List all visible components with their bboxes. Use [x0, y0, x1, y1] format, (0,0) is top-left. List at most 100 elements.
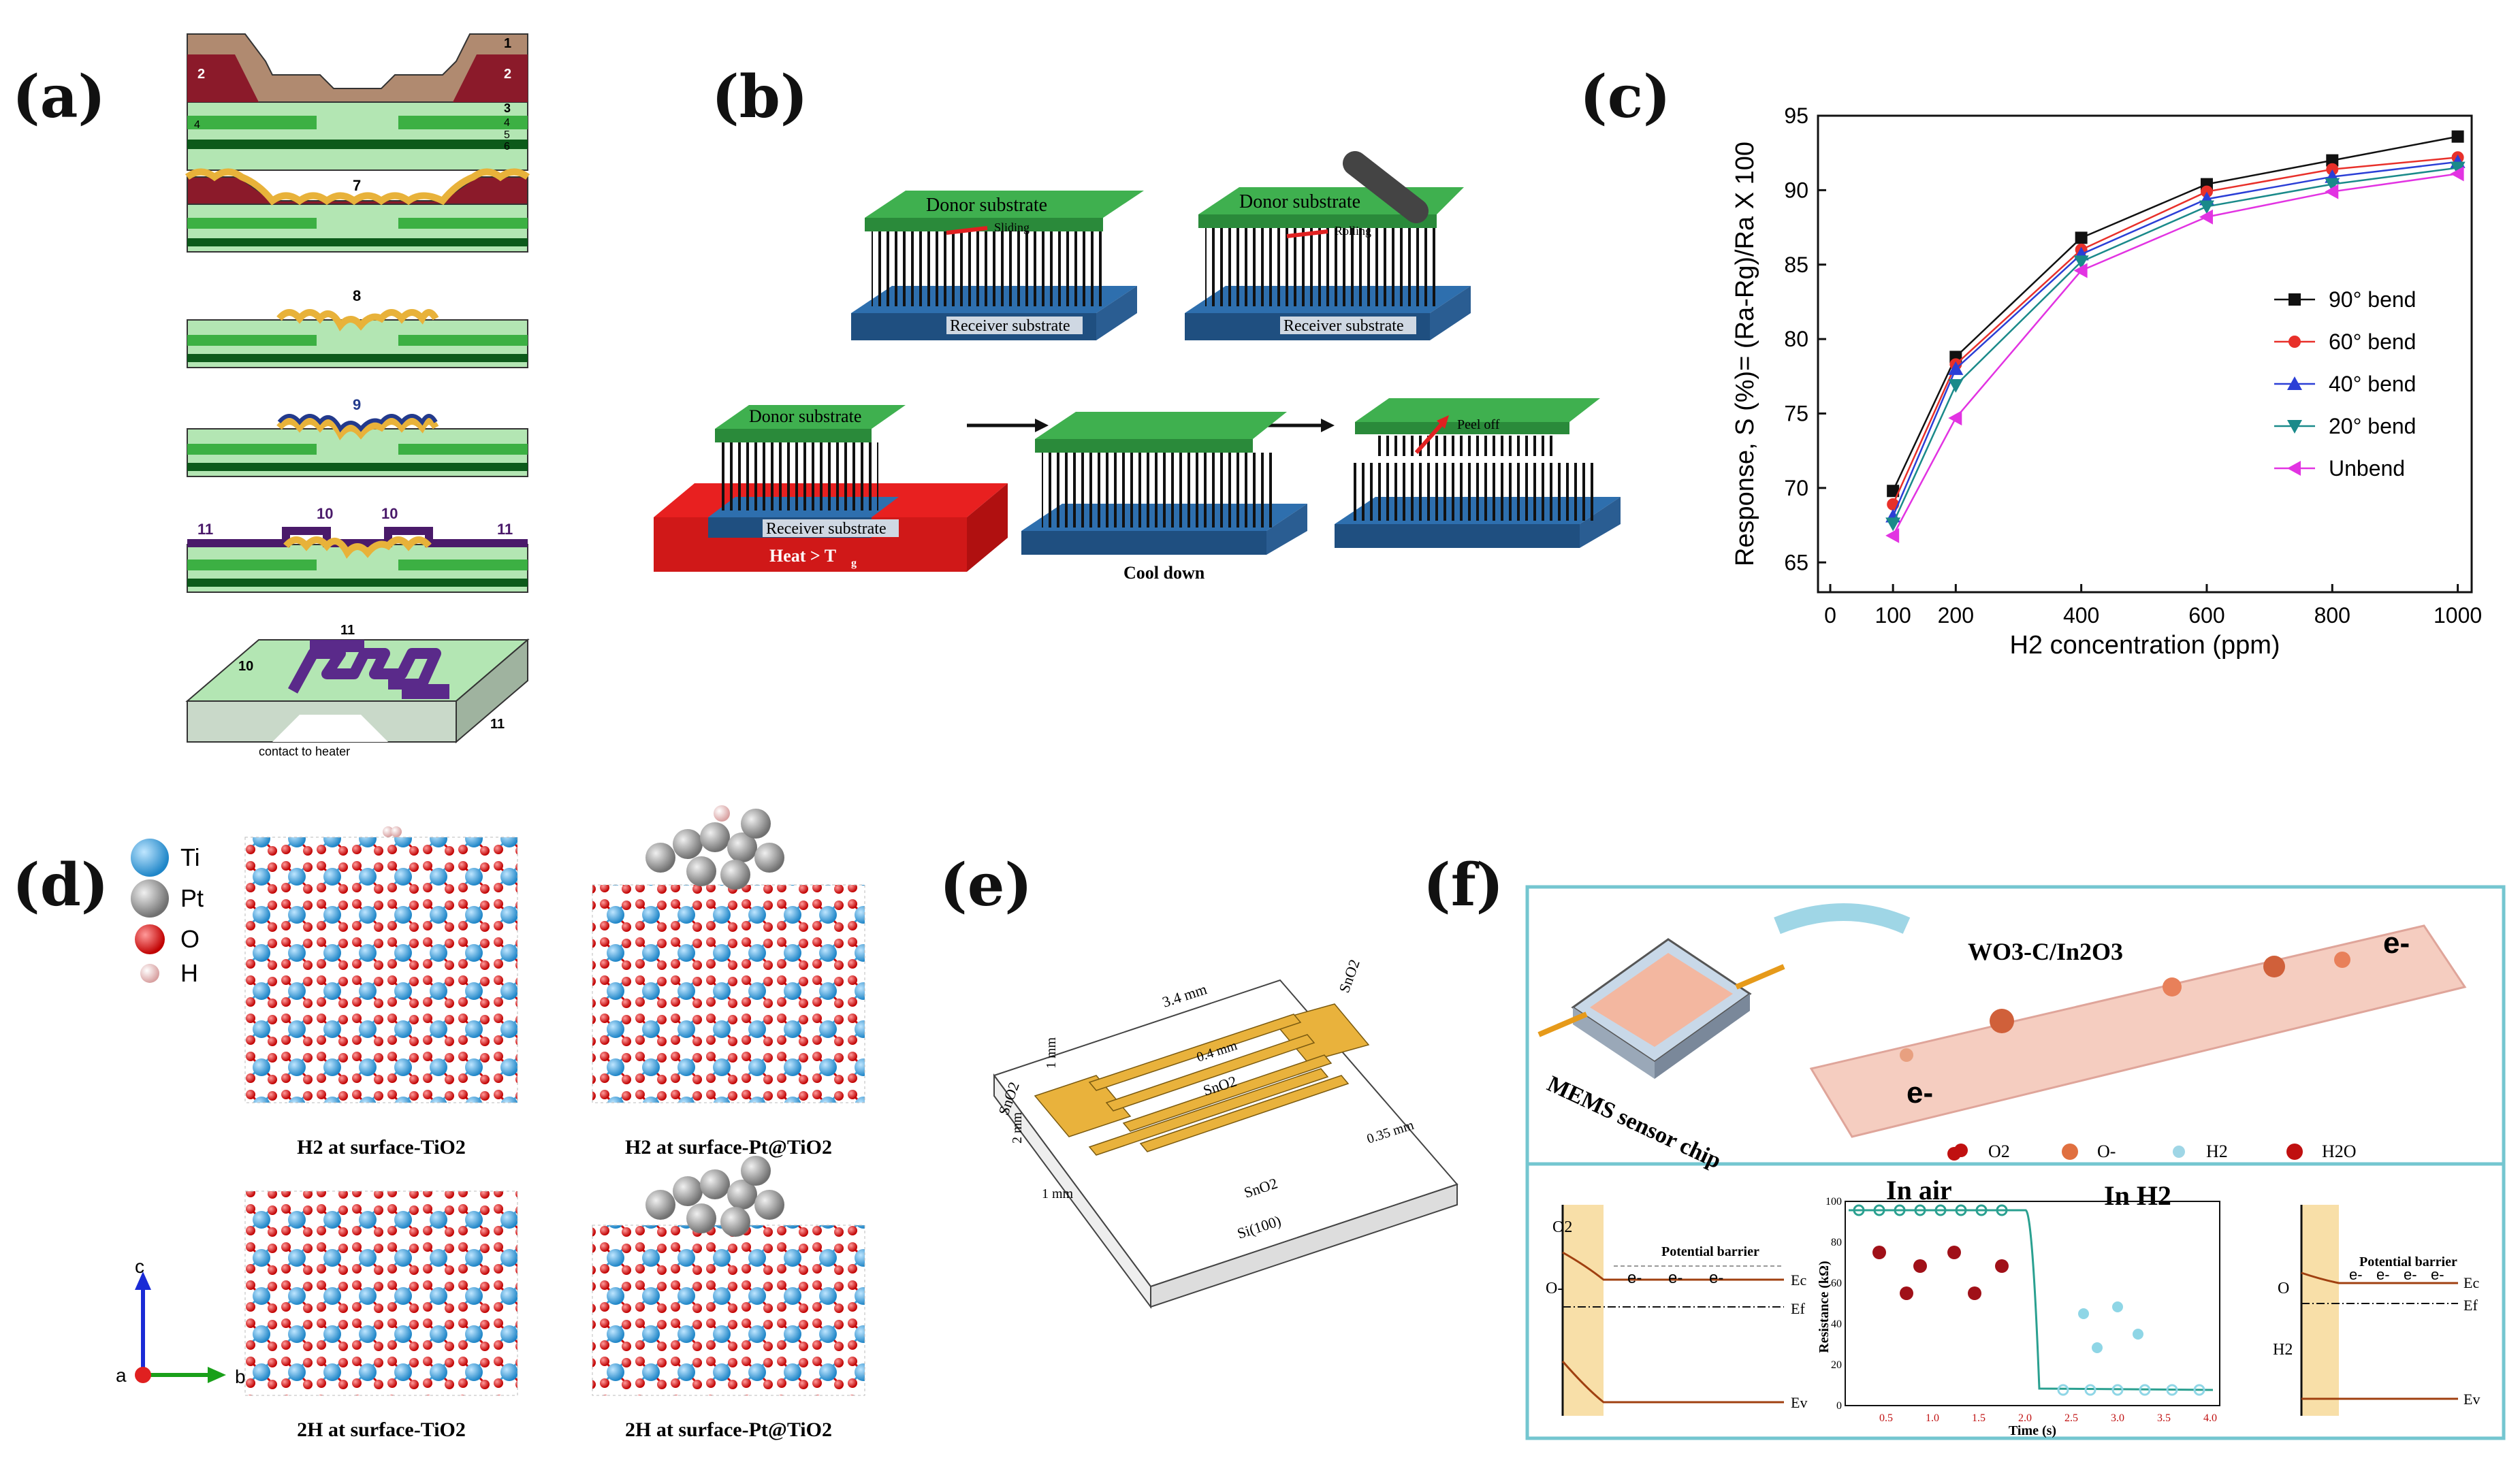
svg-text:60: 60: [1831, 1278, 1842, 1289]
data-point: [1885, 528, 1900, 543]
data-point: [1948, 410, 1962, 426]
plot-frame: [1817, 114, 2473, 594]
svg-text:9: 9: [353, 396, 361, 413]
step-3: 8: [187, 287, 528, 368]
peel-unit: Peel off: [1335, 398, 1621, 548]
panel-d-structures: Ti Pt O H H2 at surface-TiO2 H2 at surfa…: [116, 805, 865, 1441]
data-point: [2073, 255, 2089, 270]
y-tick-label: 90: [1784, 178, 1808, 202]
svg-text:In air: In air: [1886, 1175, 1952, 1205]
panel-label-c: (c): [1580, 63, 1671, 131]
structure-tio2-2h: [244, 1190, 518, 1396]
data-point: [2451, 130, 2464, 143]
panel-label-b: (b): [712, 63, 808, 131]
x-tick-label: 400: [2063, 603, 2099, 628]
heat-unit: Donor substrate Receiver substrate Heat …: [654, 405, 1008, 572]
x-tick-label: 0: [1824, 603, 1836, 628]
layer-num: 1: [504, 36, 511, 51]
x-tick-label: 100: [1875, 603, 1911, 628]
panel-a-process-diagram: 1 2 2 3 4 4 5 6 7 8 9: [185, 33, 530, 758]
panel-b-transfer-diagram: Donor substrate Sliding Receiver substra…: [654, 151, 1621, 583]
svg-text:Cool down: Cool down: [1123, 563, 1205, 583]
svg-text:20: 20: [1831, 1359, 1842, 1371]
x-tick-label: 200: [1938, 603, 1974, 628]
svg-text:11: 11: [490, 717, 505, 732]
panel-label-a: (a): [12, 63, 106, 131]
svg-text:2: 2: [504, 67, 511, 82]
legend-marker: [2287, 376, 2302, 390]
data-point: [2325, 178, 2340, 192]
data-point: [2326, 154, 2339, 167]
svg-text:3: 3: [504, 101, 511, 115]
svg-text:1.5: 1.5: [1972, 1412, 1985, 1424]
svg-text:4.0: 4.0: [2203, 1412, 2217, 1424]
data-point: [2075, 231, 2088, 244]
svg-text:11: 11: [340, 623, 355, 638]
svg-text:Ec: Ec: [2463, 1274, 2479, 1291]
step-5: 10 10 11 11: [187, 505, 528, 593]
atom-legend: Ti Pt O H: [131, 839, 204, 987]
resistance-plot: In air In H2 Resistance (kΩ) Time (s) 10…: [1817, 1175, 2220, 1438]
svg-text:c: c: [135, 1256, 144, 1277]
contact-to-heater-label: contact to heater: [259, 745, 350, 758]
svg-text:Donor substrate: Donor substrate: [1239, 191, 1360, 212]
svg-text:4: 4: [194, 119, 200, 131]
svg-text:b: b: [235, 1366, 246, 1387]
pt-cluster-1: [645, 805, 784, 890]
svg-text:e-: e-: [1907, 1076, 1933, 1109]
svg-text:Ec: Ec: [1791, 1271, 1806, 1289]
svg-text:Receiver substrate: Receiver substrate: [766, 520, 887, 538]
svg-text:Ev: Ev: [1791, 1394, 1807, 1411]
svg-text:Resistance (kΩ): Resistance (kΩ): [1817, 1261, 1832, 1352]
legend-marker: [2287, 420, 2302, 434]
legend-label: Unbend: [2329, 456, 2405, 481]
legend-label: 90° bend: [2329, 287, 2416, 312]
svg-text:2 mm: 2 mm: [1010, 1112, 1025, 1144]
svg-text:Rolling: Rolling: [1335, 224, 1371, 238]
svg-text:Potential barrier: Potential barrier: [2359, 1254, 2457, 1269]
svg-text:H2O: H2O: [2322, 1141, 2357, 1161]
svg-text:6: 6: [504, 141, 510, 152]
step-2: 7: [185, 168, 530, 253]
data-point: [2199, 200, 2214, 214]
series-line-1: [1892, 157, 2458, 505]
svg-text:Time (s): Time (s): [2009, 1423, 2056, 1438]
y-tick-label: 65: [1784, 550, 1808, 574]
svg-text:4: 4: [504, 117, 510, 129]
data-point: [2199, 209, 2213, 225]
data-point: [2450, 166, 2464, 182]
series-line-0: [1892, 135, 2458, 491]
svg-text:Donor substrate: Donor substrate: [749, 406, 861, 426]
svg-text:1.0: 1.0: [1926, 1412, 1939, 1424]
band-diagram-air: O2 O- Potential barrier e- e- e- Ec Ef E…: [1546, 1205, 1807, 1416]
svg-text:5: 5: [504, 129, 510, 141]
data-point: [2073, 263, 2088, 278]
svg-text:a: a: [116, 1365, 127, 1386]
step-4: 9: [187, 396, 528, 477]
svg-text:Ef: Ef: [1791, 1300, 1805, 1317]
panel-c-response-chart: Response, S (%)= (Ra-Rg)/Ra X 100 H2 con…: [1731, 103, 2482, 660]
sliding-unit: Donor substrate Sliding Receiver substra…: [851, 191, 1144, 340]
series-line-2: [1892, 161, 2458, 517]
svg-text:1 mm: 1 mm: [1044, 1037, 1059, 1069]
crystal-axes: c a b: [116, 1256, 246, 1387]
svg-text:Receiver substrate: Receiver substrate: [950, 317, 1070, 335]
svg-text:Ti: Ti: [180, 843, 200, 871]
svg-text:10: 10: [238, 659, 253, 674]
legend-marker: [2288, 336, 2301, 348]
svg-text:O: O: [180, 925, 200, 953]
x-axis-label: H2 concentration (ppm): [2009, 631, 2280, 660]
pt-cluster-2: [645, 1156, 784, 1237]
svg-text:2H at surface-Pt@TiO2: 2H at surface-Pt@TiO2: [625, 1419, 832, 1441]
svg-text:0: 0: [1836, 1400, 1842, 1412]
y-tick-label: 95: [1784, 103, 1808, 128]
svg-text:2: 2: [197, 67, 205, 82]
svg-text:e-: e-: [2376, 1266, 2390, 1283]
svg-text:3.5: 3.5: [2157, 1412, 2171, 1424]
svg-text:40: 40: [1831, 1318, 1842, 1330]
svg-text:3.0: 3.0: [2111, 1412, 2124, 1424]
y-tick-label: 80: [1784, 327, 1808, 351]
svg-text:Peel off: Peel off: [1457, 417, 1500, 432]
structure-pt-tio2-h2: [592, 884, 865, 1103]
legend-label: 40° bend: [2329, 372, 2416, 396]
